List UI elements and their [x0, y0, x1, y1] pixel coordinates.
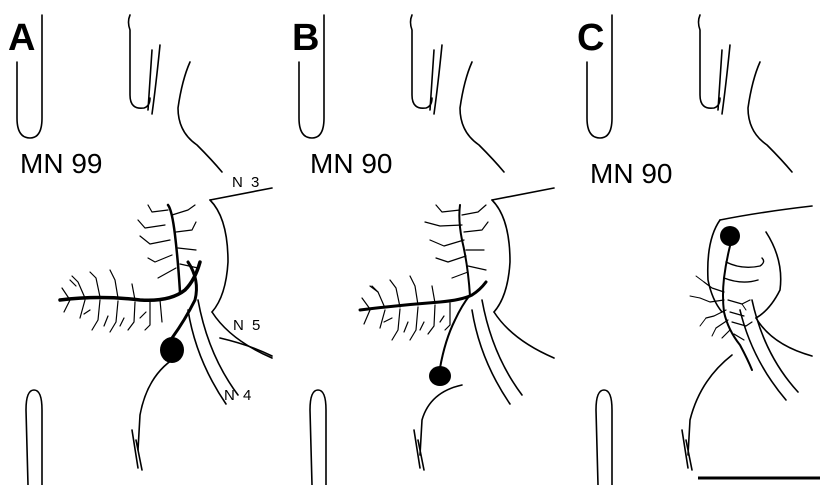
- soma-a: [160, 337, 184, 363]
- motor-neuron-a: [60, 205, 200, 363]
- panel-a: A MN 99 N 3 N 5 N 4: [8, 15, 272, 485]
- panel-letter-a: A: [8, 17, 35, 59]
- ganglion-outline-a: [17, 15, 272, 485]
- motor-neuron-b: [360, 205, 488, 386]
- panel-letter-b: B: [292, 17, 319, 59]
- nerve-label-n5: N 5: [233, 317, 262, 334]
- ganglion-outline-b: [299, 15, 554, 485]
- neuron-label-c: MN 90: [590, 158, 672, 189]
- panel-b: B MN 90: [292, 15, 554, 485]
- nerve-label-n4: N 4: [224, 387, 253, 404]
- neuron-label-b: MN 90: [310, 148, 392, 179]
- panel-letter-c: C: [577, 17, 604, 59]
- nerve-label-n3: N 3: [232, 174, 261, 191]
- ganglion-outline-c: [587, 15, 812, 485]
- soma-c: [720, 226, 740, 246]
- panel-c: C MN 90: [577, 15, 820, 485]
- neuron-label-a: MN 99: [20, 148, 102, 179]
